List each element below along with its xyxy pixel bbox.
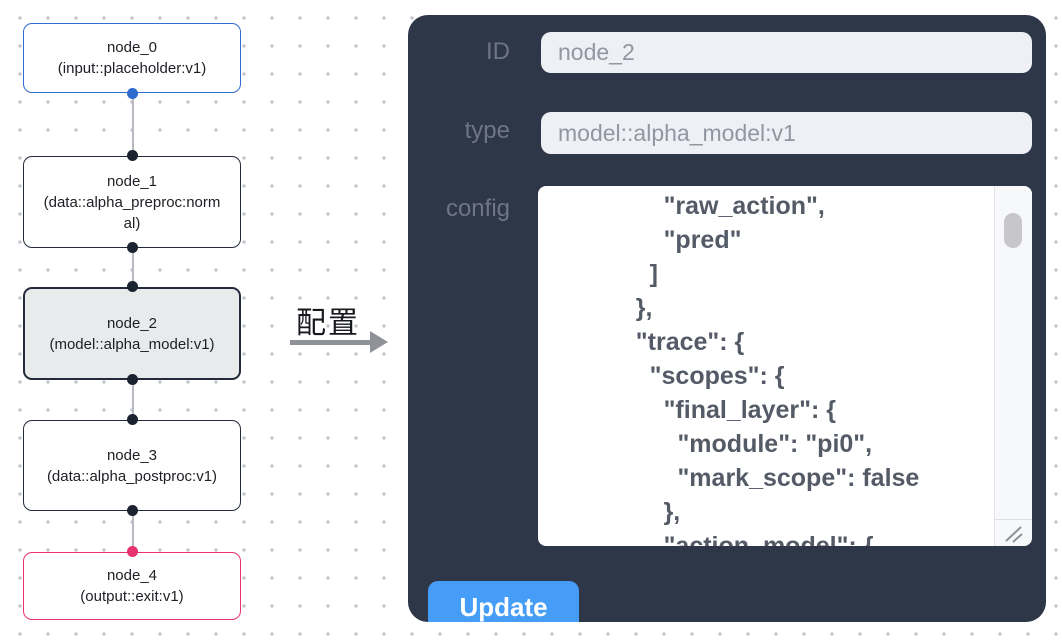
node_1-target-handle[interactable] [127,150,138,161]
node-node_1[interactable]: node_1 (data::alpha_preproc:normal) [23,156,241,248]
resize-grip-icon [1005,526,1023,543]
node-node_2-selected[interactable]: node_2 (model::alpha_model:v1) [23,287,241,380]
node-title: node_1 [106,172,158,190]
edge-node_3-node_4[interactable] [132,511,134,552]
config-editor: "raw_action", "pred" ] }, "trace": { "sc… [538,186,1032,546]
type-field-label: type [464,117,510,144]
node-node_4[interactable]: node_4 (output::exit:v1) [23,552,241,620]
node_1-source-handle[interactable] [127,242,138,253]
config-scrollbar-track[interactable] [994,186,1032,546]
node-title: node_3 [106,446,158,464]
update-button[interactable]: Update [428,581,579,622]
node_3-target-handle[interactable] [127,414,138,425]
node-subtitle: (data::alpha_preproc:normal) [43,193,221,232]
node_4-target-handle[interactable] [127,546,138,557]
node-title: node_2 [106,314,158,332]
node-config-panel: ID type config "raw_action", "pred" ] },… [408,15,1046,622]
edge-node_0-node_1[interactable] [132,93,134,156]
edge-node_2-node_3[interactable] [132,380,134,420]
node_2-target-handle[interactable] [127,281,138,292]
config-textarea[interactable]: "raw_action", "pred" ] }, "trace": { "sc… [538,186,1032,546]
config-annotation-label: 配置 [296,307,360,340]
type-input[interactable] [541,112,1032,154]
node-subtitle: (data::alpha_postproc:v1) [46,467,218,485]
config-scrollbar-thumb[interactable] [1004,213,1022,248]
node-node_0[interactable]: node_0 (input::placeholder:v1) [23,23,241,93]
node-subtitle: (output::exit:v1) [80,588,184,605]
config-resize-handle[interactable] [994,519,1032,546]
node_3-source-handle[interactable] [127,505,138,516]
id-field-label: ID [486,38,510,65]
node-node_3[interactable]: node_3 (data::alpha_postproc:v1) [23,420,241,511]
config-field-label: config [445,195,510,222]
node_2-source-handle[interactable] [127,374,138,385]
node-subtitle: (model::alpha_model:v1) [49,335,215,353]
node_0-source-handle[interactable] [127,88,138,99]
node-title: node_0 [106,39,158,56]
arrow-head-icon [370,331,388,353]
node-title: node_4 [106,567,158,584]
id-input[interactable] [541,32,1032,73]
edge-node_1-node_2[interactable] [132,248,134,287]
node-subtitle: (input::placeholder:v1) [57,60,207,77]
config-annotation-arrow [290,331,392,353]
arrow-line [290,340,374,345]
